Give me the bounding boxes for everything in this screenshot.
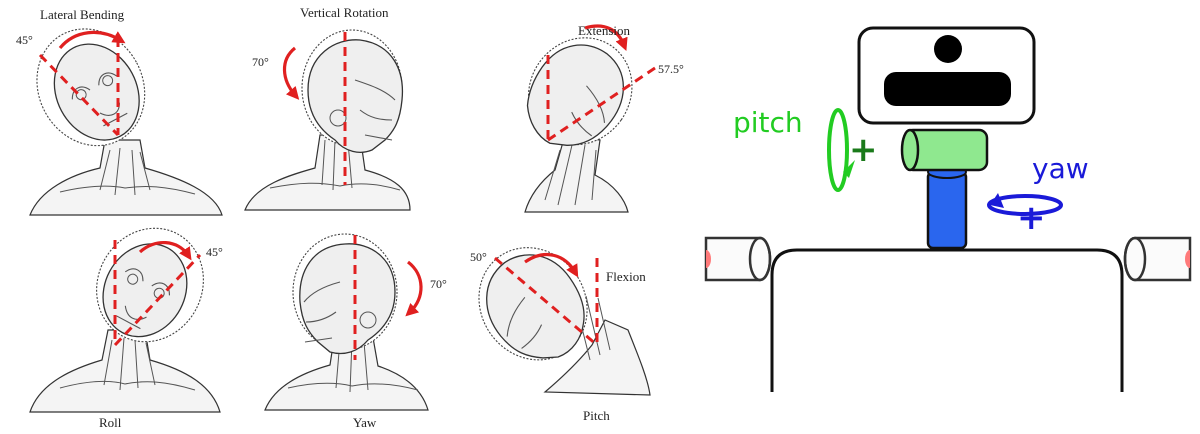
yaw-label: yaw: [1032, 152, 1089, 185]
panel-label: Extension: [578, 23, 630, 38]
pitch-indicator: pitch +: [733, 106, 878, 192]
panel-label: Roll: [99, 415, 122, 430]
angle-label: 50°: [470, 250, 487, 264]
panel-label: Yaw: [353, 415, 377, 430]
robot-diagram: pitch + yaw +: [704, 26, 1192, 392]
angle-label: 57.5°: [658, 62, 684, 76]
panel-label: Lateral Bending: [40, 7, 125, 22]
flexion-label: Flexion: [606, 269, 646, 284]
angle-label: 45°: [16, 33, 33, 47]
panel-roll: Roll 45°: [29, 227, 223, 430]
angle-label: 45°: [206, 245, 223, 259]
robot-mouth: [884, 72, 1011, 106]
panel-yaw: Yaw 70°: [264, 233, 447, 430]
right-arm-stub: [1123, 236, 1192, 282]
panel-pitch: Pitch 50° Flexion: [470, 247, 651, 423]
pitch-label: pitch: [733, 106, 803, 139]
left-arm-stub: [704, 236, 772, 282]
panel-lateral-bending: Lateral Bending 45°: [16, 7, 223, 216]
yaw-indicator: yaw +: [987, 152, 1089, 238]
pitch-plus-sign: +: [849, 130, 878, 170]
panel-extension: Extension 57.5°: [524, 23, 684, 213]
robot-eye: [934, 35, 962, 63]
panel-label: Vertical Rotation: [300, 5, 389, 20]
panel-vertical-rotation: Vertical Rotation 70°: [244, 5, 411, 211]
yaw-joint: [926, 170, 968, 250]
angle-label: 70°: [430, 277, 447, 291]
robot-body: [770, 248, 1124, 392]
panel-label: Pitch: [583, 408, 610, 423]
angle-label: 70°: [252, 55, 269, 69]
pitch-joint: [900, 128, 989, 172]
yaw-plus-sign: +: [1017, 198, 1046, 238]
